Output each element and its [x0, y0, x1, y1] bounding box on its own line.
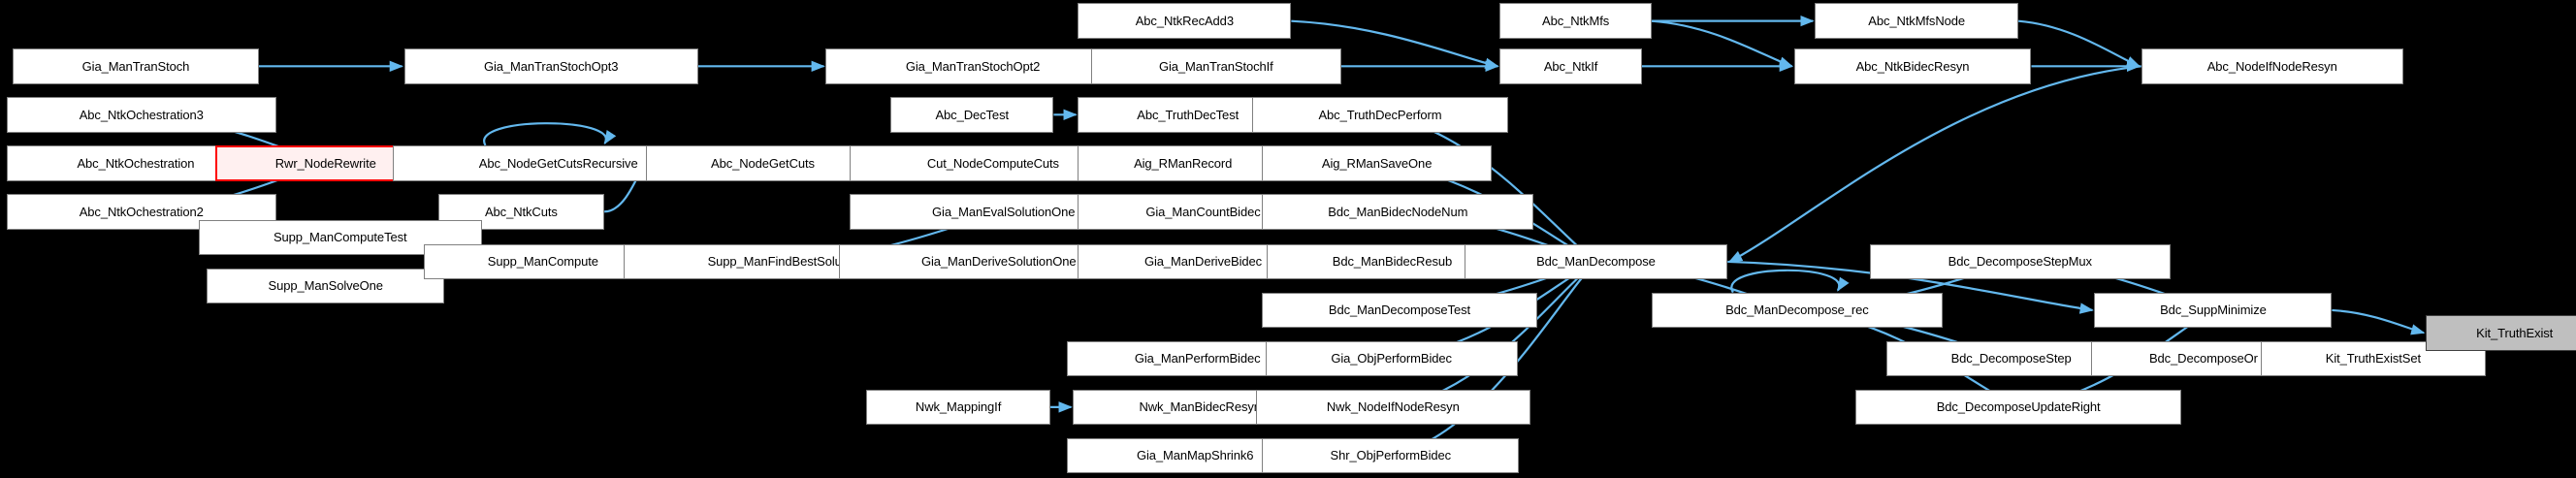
graph-node-bdc-mandecompose-rec[interactable]: Bdc_ManDecompose_rec	[1651, 292, 1943, 329]
graph-node-bdc-manbidecnodenum[interactable]: Bdc_ManBidecNodeNum	[1262, 193, 1534, 230]
graph-node-abc-nodegetcuts[interactable]: Abc_NodeGetCuts	[646, 144, 880, 181]
graph-node-abc-ntkif[interactable]: Abc_NtkIf	[1499, 48, 1642, 84]
graph-node-nwk-nodeifnoderesyn[interactable]: Nwk_NodeIfNodeResyn	[1255, 389, 1530, 426]
graph-edge-n9-to-n41	[1727, 65, 2141, 263]
graph-node-supp-mansolveone[interactable]: Supp_ManSolveOne	[207, 268, 445, 304]
graph-node-gia-objperformbidec[interactable]: Gia_ObjPerformBidec	[1265, 340, 1518, 377]
graph-node-aig-rmanrecord[interactable]: Aig_RManRecord	[1078, 144, 1288, 181]
graph-node-bdc-mandecomposetest[interactable]: Bdc_ManDecomposeTest	[1262, 292, 1537, 329]
graph-edge-n38-to-n41	[1393, 261, 1597, 408]
graph-node-bdc-decomposestepmux[interactable]: Bdc_DecomposeStepMux	[1869, 243, 2171, 280]
graph-node-shr-objperformbidec[interactable]: Shr_ObjPerformBidec	[1262, 437, 1520, 474]
graph-node-abc-ntkrecadd3[interactable]: Abc_NtkRecAdd3	[1078, 3, 1292, 39]
graph-node-gia-mantranstochopt2[interactable]: Gia_ManTranStochOpt2	[825, 48, 1120, 84]
graph-node-bdc-decomposeupdateright[interactable]: Bdc_DecomposeUpdateRight	[1854, 389, 2182, 426]
graph-node-abc-dectest[interactable]: Abc_DecTest	[890, 96, 1054, 133]
graph-node-bdc-mandecompose[interactable]: Bdc_ManDecompose	[1464, 243, 1728, 280]
graph-edge-n7-to-n9	[2018, 19, 2141, 68]
graph-node-abc-nodeifnoderesyn[interactable]: Abc_NodeIfNodeResyn	[2141, 48, 2403, 84]
graph-node-abc-ntkmfs[interactable]: Abc_NtkMfs	[1499, 3, 1652, 39]
graph-node-abc-ntkochestration3[interactable]: Abc_NtkOchestration3	[6, 96, 276, 133]
graph-node-bdc-suppminimize[interactable]: Bdc_SuppMinimize	[2094, 292, 2333, 329]
graph-edge-n6-to-n8	[1651, 19, 1793, 68]
graph-node-nwk-mappingif[interactable]: Nwk_MappingIf	[866, 389, 1051, 426]
graph-node-gia-mantranstoch[interactable]: Gia_ManTranStoch	[13, 48, 259, 84]
graph-node-aig-rmansaveone[interactable]: Aig_RManSaveOne	[1262, 144, 1492, 181]
graph-node-abc-truthdecperform[interactable]: Abc_TruthDecPerform	[1252, 96, 1508, 133]
graph-node-abc-ntkmfsnode[interactable]: Abc_NtkMfsNode	[1815, 3, 2019, 39]
graph-node-gia-mantranstochif[interactable]: Gia_ManTranStochIf	[1090, 48, 1341, 84]
graph-node-kit-truthexist[interactable]: Kit_TruthExist	[2426, 314, 2576, 351]
graph-edge-n46-to-n49	[2332, 308, 2426, 335]
graph-node-gia-mantranstochopt3[interactable]: Gia_ManTranStochOpt3	[403, 48, 698, 84]
graph-node-abc-ntkbidecresyn[interactable]: Abc_NtkBidecResyn	[1793, 48, 2032, 84]
graph-edge-n14-to-n14	[483, 122, 617, 146]
graph-edge-n20-to-n41	[1379, 113, 1597, 263]
graph-edge-n42-to-n42	[1730, 269, 1850, 294]
